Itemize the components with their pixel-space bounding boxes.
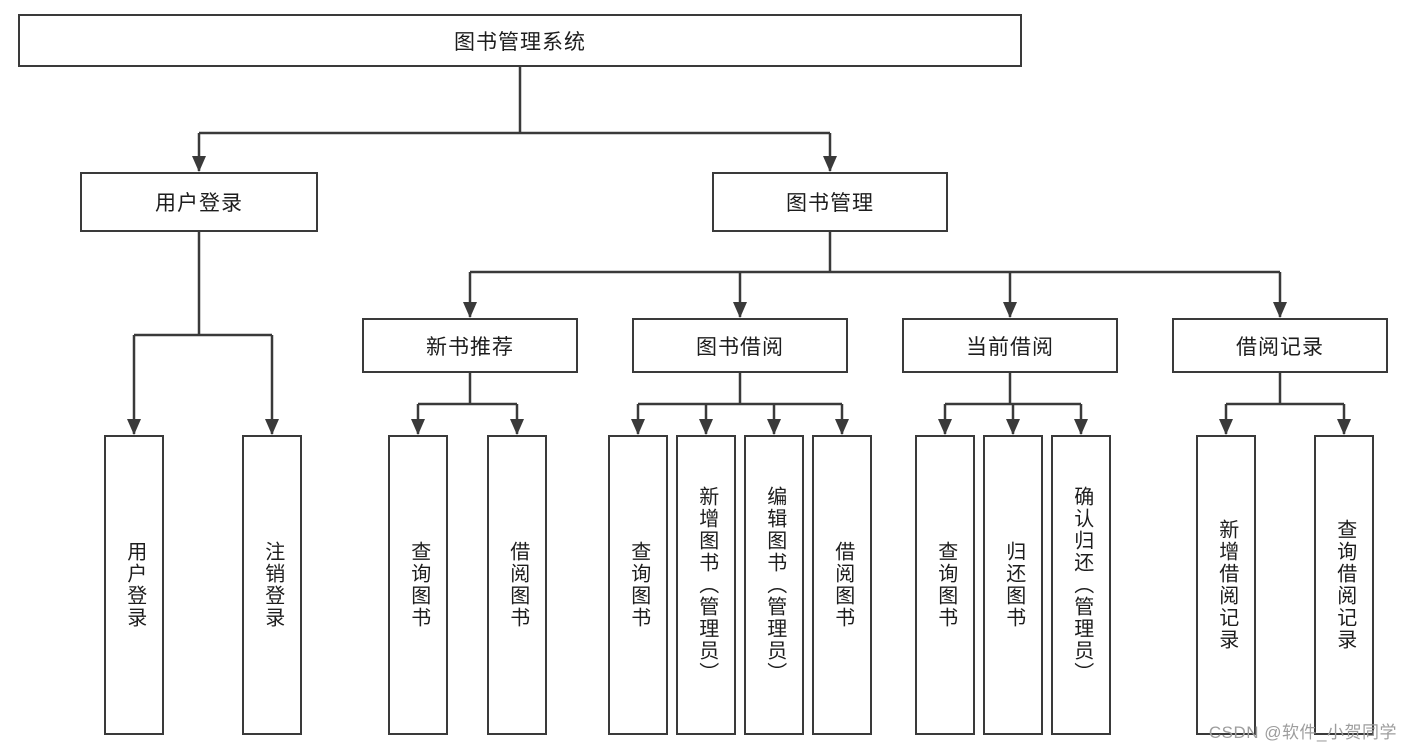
arrow-head-icon xyxy=(699,419,713,435)
node-label: 图书管理系统 xyxy=(454,30,586,54)
node-l12: 新增借阅记录 xyxy=(1196,435,1256,735)
arrow-head-icon xyxy=(631,419,645,435)
arrow-head-icon xyxy=(1273,302,1287,318)
arrow-head-icon xyxy=(733,302,747,318)
arrow-head-icon xyxy=(265,419,279,435)
node-n2: 图书管理 xyxy=(712,172,948,232)
arrow-head-icon xyxy=(938,419,952,435)
node-label: 确认归还（管理员） xyxy=(1070,486,1093,684)
node-n6: 借阅记录 xyxy=(1172,318,1388,373)
node-root: 图书管理系统 xyxy=(18,14,1022,67)
arrow-head-icon xyxy=(1219,419,1233,435)
node-label: 查询图书 xyxy=(407,541,430,629)
arrow-head-icon xyxy=(1074,419,1088,435)
node-l10: 归还图书 xyxy=(983,435,1043,735)
node-label: 查询图书 xyxy=(934,541,957,629)
node-label: 图书管理 xyxy=(786,192,874,215)
node-l9: 查询图书 xyxy=(915,435,975,735)
node-n5: 当前借阅 xyxy=(902,318,1118,373)
node-label: 编辑图书（管理员） xyxy=(763,486,786,684)
node-l3: 查询图书 xyxy=(388,435,448,735)
node-l6: 新增图书（管理员） xyxy=(676,435,736,735)
arrow-head-icon xyxy=(767,419,781,435)
arrow-head-icon xyxy=(1003,302,1017,318)
arrow-head-icon xyxy=(510,419,524,435)
node-label: 归还图书 xyxy=(1002,541,1025,629)
node-label: 借阅记录 xyxy=(1236,335,1324,359)
arrow-head-icon xyxy=(835,419,849,435)
node-label: 新书推荐 xyxy=(426,335,514,359)
node-label: 用户登录 xyxy=(123,541,146,629)
node-l11: 确认归还（管理员） xyxy=(1051,435,1111,735)
arrow-head-icon xyxy=(463,302,477,318)
node-label: 用户登录 xyxy=(155,192,243,215)
node-label: 图书借阅 xyxy=(696,335,784,359)
arrow-head-icon xyxy=(192,156,206,172)
node-l7: 编辑图书（管理员） xyxy=(744,435,804,735)
csdn-watermark: CSDN @软件_小贺同学 xyxy=(1208,723,1397,742)
node-label: 查询图书 xyxy=(627,541,650,629)
node-l4: 借阅图书 xyxy=(487,435,547,735)
node-l13: 查询借阅记录 xyxy=(1314,435,1374,735)
arrow-head-icon xyxy=(127,419,141,435)
node-label: 查询借阅记录 xyxy=(1333,519,1356,651)
node-label: 新增借阅记录 xyxy=(1215,519,1238,651)
node-label: 借阅图书 xyxy=(506,541,529,629)
node-n1: 用户登录 xyxy=(80,172,318,232)
node-l2: 注销登录 xyxy=(242,435,302,735)
arrow-head-icon xyxy=(823,156,837,172)
arrow-head-icon xyxy=(1006,419,1020,435)
node-label: 当前借阅 xyxy=(966,335,1054,359)
node-label: 注销登录 xyxy=(261,541,284,629)
arrow-head-icon xyxy=(411,419,425,435)
arrow-head-icon xyxy=(1337,419,1351,435)
node-n3: 新书推荐 xyxy=(362,318,578,373)
node-l5: 查询图书 xyxy=(608,435,668,735)
node-n4: 图书借阅 xyxy=(632,318,848,373)
node-l8: 借阅图书 xyxy=(812,435,872,735)
node-label: 新增图书（管理员） xyxy=(695,486,718,684)
node-label: 借阅图书 xyxy=(831,541,854,629)
node-l1: 用户登录 xyxy=(104,435,164,735)
